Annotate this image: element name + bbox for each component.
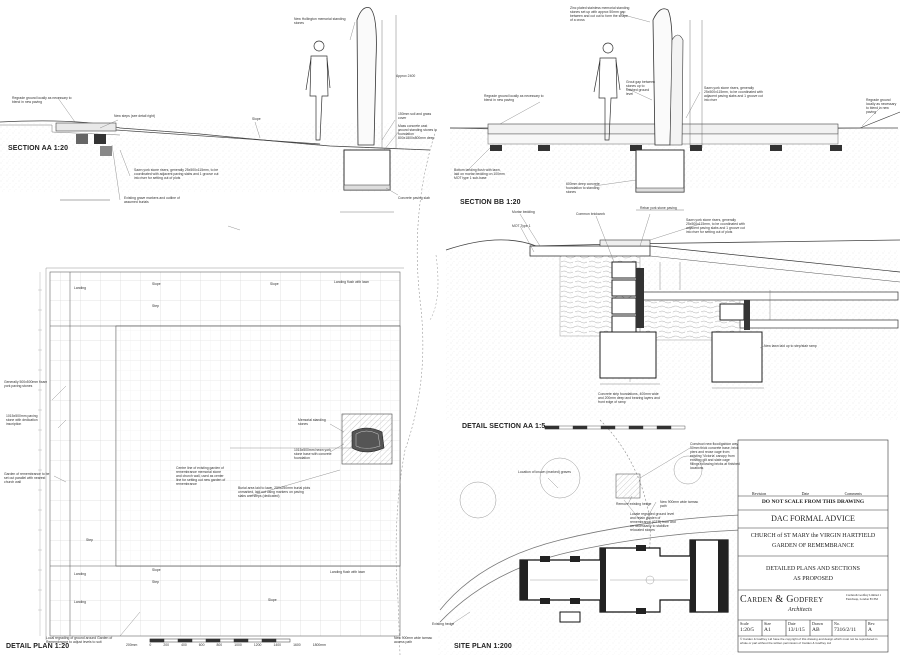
plan-note-burial: Burial area laid to lawn, 250x250mm buri… <box>238 486 311 498</box>
ds-note-new-lawn: New lawn laid up to step/stair ramp <box>764 344 817 348</box>
plan-slope-top-left: Slope <box>152 282 161 286</box>
site-plan-title: SITE PLAN 1:200 <box>454 643 512 650</box>
plan-note-1015: 1015x500mm paving stone with dedication … <box>6 414 38 426</box>
ds-note-concrete: Concrete strip foundations, 400mm wide a… <box>598 392 660 404</box>
tb-drawing-line1: DETAILED PLANS AND SECTIONS <box>765 566 861 572</box>
plan-step-mid: Step <box>86 538 93 542</box>
ds-note-mortar: Mortar bedding <box>512 210 535 214</box>
bb-note-zinc: Zinc plated stainless memorial standing … <box>570 6 630 22</box>
plan-note-1015b: 1015x500mm hewn york stone base with con… <box>294 448 332 460</box>
ds-note-rebar: Rebar york stone paving <box>640 206 677 210</box>
aa-note-approx: Approx 2400 <box>396 74 416 78</box>
bb-note-regrade: Regrade ground locally as necessary to b… <box>484 94 544 102</box>
tb-firm-address: Carden & Godfrey Limited 1 Eastcheap, Lo… <box>846 593 881 601</box>
tb-project-line1: CHURCH of ST MARY the VIRGIN HARTFIELD <box>750 533 876 539</box>
detail-section-aa <box>445 213 900 420</box>
sp-note-remove: Remove existing hedge <box>616 502 652 506</box>
plan-step-top: Step <box>152 304 159 308</box>
section-aa-title: SECTION AA 1:20 <box>8 145 69 152</box>
bb-note-grout: Grout gap between stones up to finished … <box>626 80 655 96</box>
plan-note-memorial: Memorial standing stones <box>298 418 326 426</box>
plan-note-centre: Centre line of existing garden of rememb… <box>176 466 226 486</box>
ds-note-mot: MOT Type 1 <box>512 224 531 228</box>
aa-note-steps: New steps (see detail right) <box>114 114 156 118</box>
tb-field-values: 1:20/5 A1 13/1/15 AB 7316/2/11 A <box>740 627 872 633</box>
detail-plan <box>38 267 404 643</box>
bb-note-bottom: Bottom landing flush with lawn, laid on … <box>454 168 505 180</box>
tb-firm-sub: Architects <box>787 607 813 613</box>
plan-step-bottom: Step <box>152 580 159 584</box>
tb-do-not-scale: DO NOT SCALE FROM THIS DRAWING <box>761 499 865 505</box>
aa-note-concrete-pad: Concrete paving slab <box>398 196 430 200</box>
plan-landing-top: Landing <box>74 286 87 290</box>
aa-note-slope: Slope <box>252 117 261 121</box>
sp-note-locate: Locate regraded ground level and retain … <box>630 512 676 532</box>
plan-landing-lower: Landing <box>74 600 87 604</box>
plan-slope-bottom-left: Slope <box>152 568 161 572</box>
bb-note-regrade-right: Regrade ground locally as necessary to b… <box>866 98 897 114</box>
plan-landing-flush-bottom: Landing flush with lawn <box>330 570 366 574</box>
section-bb-title: SECTION BB 1:20 <box>460 199 521 206</box>
plan-note-new-path: New 900mm wide tarmac access path <box>394 636 433 644</box>
tb-project-line2: GARDEN OF REMEMBRANCE <box>771 543 854 549</box>
ds-note-sawn: Sawn york stone risers, generally 25x500… <box>686 218 745 234</box>
plan-landing-flush-top: Landing flush with lawn <box>334 280 370 284</box>
plan-slope-bottom-right: Slope <box>268 598 277 602</box>
tb-copyright: © Carden & Godfrey Ltd have the copyrigh… <box>740 637 878 645</box>
sp-note-construct: Construct new flood/gabion way 50mm thic… <box>690 442 740 470</box>
ds-note-common: Common brickwork <box>576 212 606 216</box>
sp-note-new-path: New 900mm wide tarmac path <box>660 500 699 508</box>
aa-note-stone: New Hollington memorial standing stones <box>294 17 346 25</box>
sp-note-existing-hedge: Existing hedge <box>432 622 455 626</box>
bb-note-sawn: Sawn york stone risers, generally 25x500… <box>704 86 763 102</box>
aa-note-concrete: 150mm soil and grass cover <box>398 112 432 120</box>
sp-note-location: Location of known (marked) graves <box>518 470 571 474</box>
plan-slope-top-right: Slope <box>270 282 279 286</box>
plan-note-garden: Garden of remembrance to be set out para… <box>4 472 50 484</box>
aa-note-sawn: Sawn york stone risers, generally 25x500… <box>134 168 219 180</box>
aa-note-regrade: Regrade ground locally as necessary to b… <box>12 96 72 104</box>
plan-note-local: Local regrading of ground around Garden … <box>46 636 113 644</box>
section-bb <box>449 8 900 211</box>
tb-firm-name: Carden & Godfrey <box>740 594 824 605</box>
tb-drawing-line2: AS PROPOSED <box>793 576 833 582</box>
plan-landing-bottom: Landing <box>74 572 87 576</box>
tb-field-labels: Scale Size Date Drawn No. Rev. <box>740 621 876 626</box>
aa-note-existing: Existing grave markers and outline of as… <box>124 196 180 204</box>
title-block-frame <box>737 439 889 653</box>
detail-section-title: DETAIL SECTION AA 1:5 <box>462 423 546 430</box>
plan-note-generally: Generally 500x500mm fixam york paving st… <box>4 380 48 388</box>
aa-note-found: Mass concrete cast around standing stone… <box>398 124 437 140</box>
detail-plan-title: DETAIL PLAN 1:20 <box>6 643 70 650</box>
bb-note-found: 600mm deep concrete foundation to standi… <box>566 182 600 194</box>
section-aa <box>0 7 431 231</box>
tb-status: DAC FORMAL ADVICE <box>771 514 855 523</box>
site-plan <box>438 419 741 655</box>
